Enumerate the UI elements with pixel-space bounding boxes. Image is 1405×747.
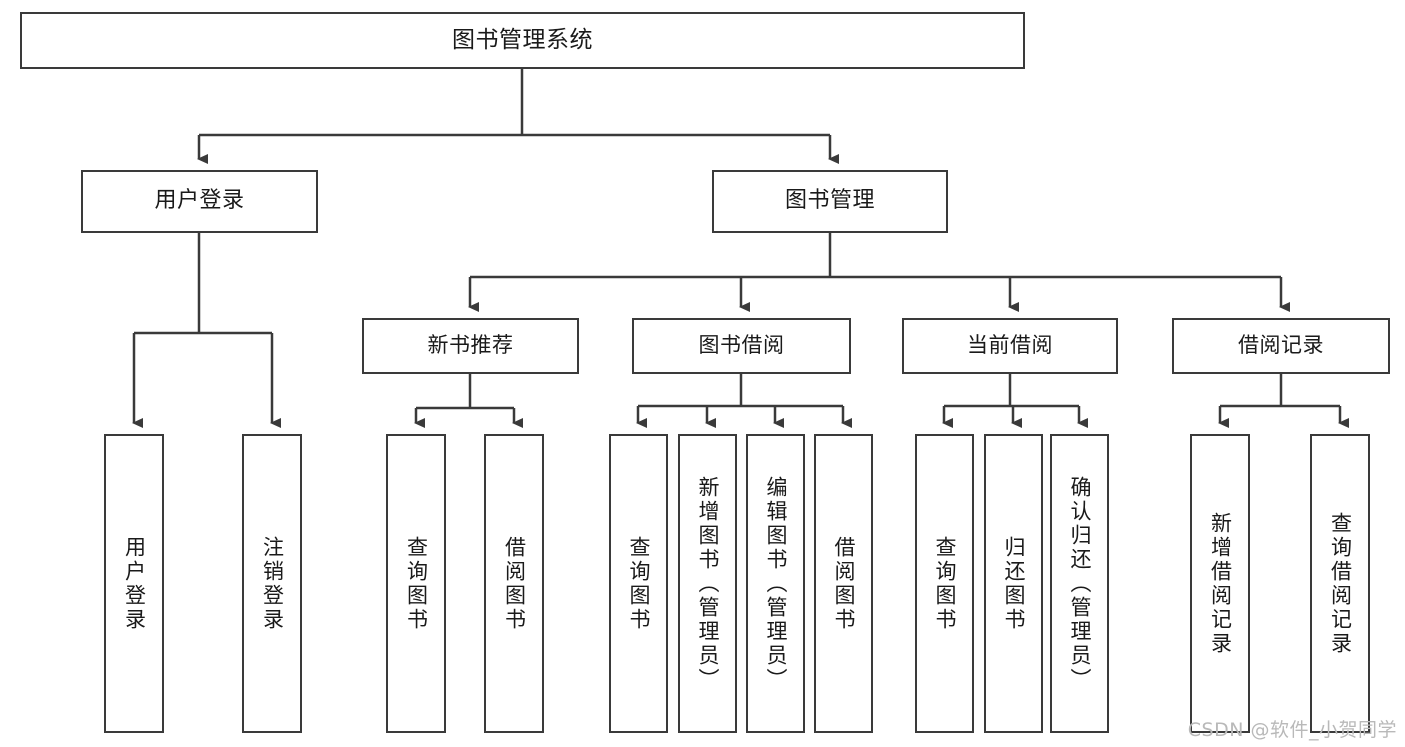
node-label: 编辑图书（管理员） — [764, 475, 788, 692]
node-label: 归还图书 — [1002, 535, 1026, 632]
node-leaf-confirm-return-admin[interactable]: 确认归还（管理员） — [1050, 434, 1109, 733]
node-label: 图书借阅 — [698, 333, 785, 358]
node-leaf-add-borrow-record[interactable]: 新增借阅记录 — [1190, 434, 1250, 733]
node-label: 图书管理 — [784, 188, 875, 214]
node-leaf-edit-book-admin[interactable]: 编辑图书（管理员） — [746, 434, 805, 733]
node-label: 当前借阅 — [967, 333, 1053, 358]
node-label: 借阅图书 — [502, 535, 527, 632]
node-label: 新增图书（管理员） — [696, 475, 720, 692]
node-leaf-query-book-borrow[interactable]: 查询图书 — [609, 434, 668, 733]
node-label: 注销登录 — [260, 535, 285, 632]
node-label: 查询图书 — [933, 535, 957, 632]
node-label: 确认归还（管理员） — [1068, 475, 1092, 692]
node-label: 查询借阅记录 — [1328, 511, 1353, 656]
node-leaf-query-borrow-record[interactable]: 查询借阅记录 — [1310, 434, 1370, 733]
node-level3-book-borrow[interactable]: 图书借阅 — [632, 318, 851, 374]
node-level3-current-borrow[interactable]: 当前借阅 — [902, 318, 1118, 374]
node-level3-borrow-record[interactable]: 借阅记录 — [1172, 318, 1390, 374]
node-root[interactable]: 图书管理系统 — [20, 12, 1025, 69]
node-leaf-borrow-book[interactable]: 借阅图书 — [814, 434, 873, 733]
node-leaf-return-book[interactable]: 归还图书 — [984, 434, 1043, 733]
node-level2-book-management[interactable]: 图书管理 — [712, 170, 948, 233]
node-label: 查询图书 — [627, 535, 651, 632]
node-level2-user-login[interactable]: 用户登录 — [81, 170, 318, 233]
node-label: 图书管理系统 — [452, 26, 593, 53]
node-leaf-add-book-admin[interactable]: 新增图书（管理员） — [678, 434, 737, 733]
node-leaf-query-book-recommend[interactable]: 查询图书 — [386, 434, 446, 733]
node-leaf-borrow-book-recommend[interactable]: 借阅图书 — [484, 434, 544, 733]
csdn-watermark: CSDN @软件_小贺同学 — [1187, 719, 1397, 741]
node-label: 用户登录 — [122, 535, 147, 632]
node-label: 查询图书 — [404, 535, 429, 632]
node-label: 借阅记录 — [1238, 333, 1324, 358]
node-leaf-query-book-current[interactable]: 查询图书 — [915, 434, 974, 733]
node-level3-new-book-recommend[interactable]: 新书推荐 — [362, 318, 579, 374]
node-label: 用户登录 — [154, 188, 245, 214]
node-leaf-user-login[interactable]: 用户登录 — [104, 434, 164, 733]
node-label: 借阅图书 — [832, 535, 856, 632]
node-leaf-logout-login[interactable]: 注销登录 — [242, 434, 302, 733]
node-label: 新增借阅记录 — [1208, 511, 1233, 656]
node-label: 新书推荐 — [427, 333, 514, 358]
